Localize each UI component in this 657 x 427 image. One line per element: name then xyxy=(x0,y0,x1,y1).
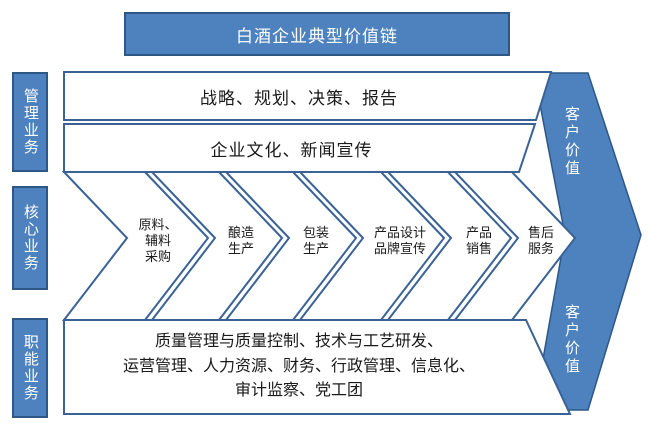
sidebar-item-management[interactable]: 管理业务 xyxy=(12,72,48,172)
sidebar-item-core[interactable]: 核心业务 xyxy=(12,186,48,290)
customer-value-top-label: 客户价值 xyxy=(563,106,580,178)
customer-value-bottom: 客户价值 xyxy=(548,280,594,400)
customer-value-bottom-label: 客户价值 xyxy=(563,304,580,376)
management-row-shape-1 xyxy=(63,71,553,121)
sidebar-item-core-label: 核心业务 xyxy=(21,204,39,272)
page-title: 白酒企业典型价值链 xyxy=(236,26,398,46)
functional-block-shape xyxy=(63,319,572,415)
management-row-shape-2 xyxy=(63,123,537,173)
diagram-title-banner: 白酒企业典型价值链 xyxy=(124,12,510,56)
customer-value-top: 客户价值 xyxy=(548,82,594,202)
sidebar-item-management-label: 管理业务 xyxy=(21,88,39,156)
sidebar-item-functional-label: 职能业务 xyxy=(21,334,39,402)
sidebar-item-functional[interactable]: 职能业务 xyxy=(12,318,48,418)
